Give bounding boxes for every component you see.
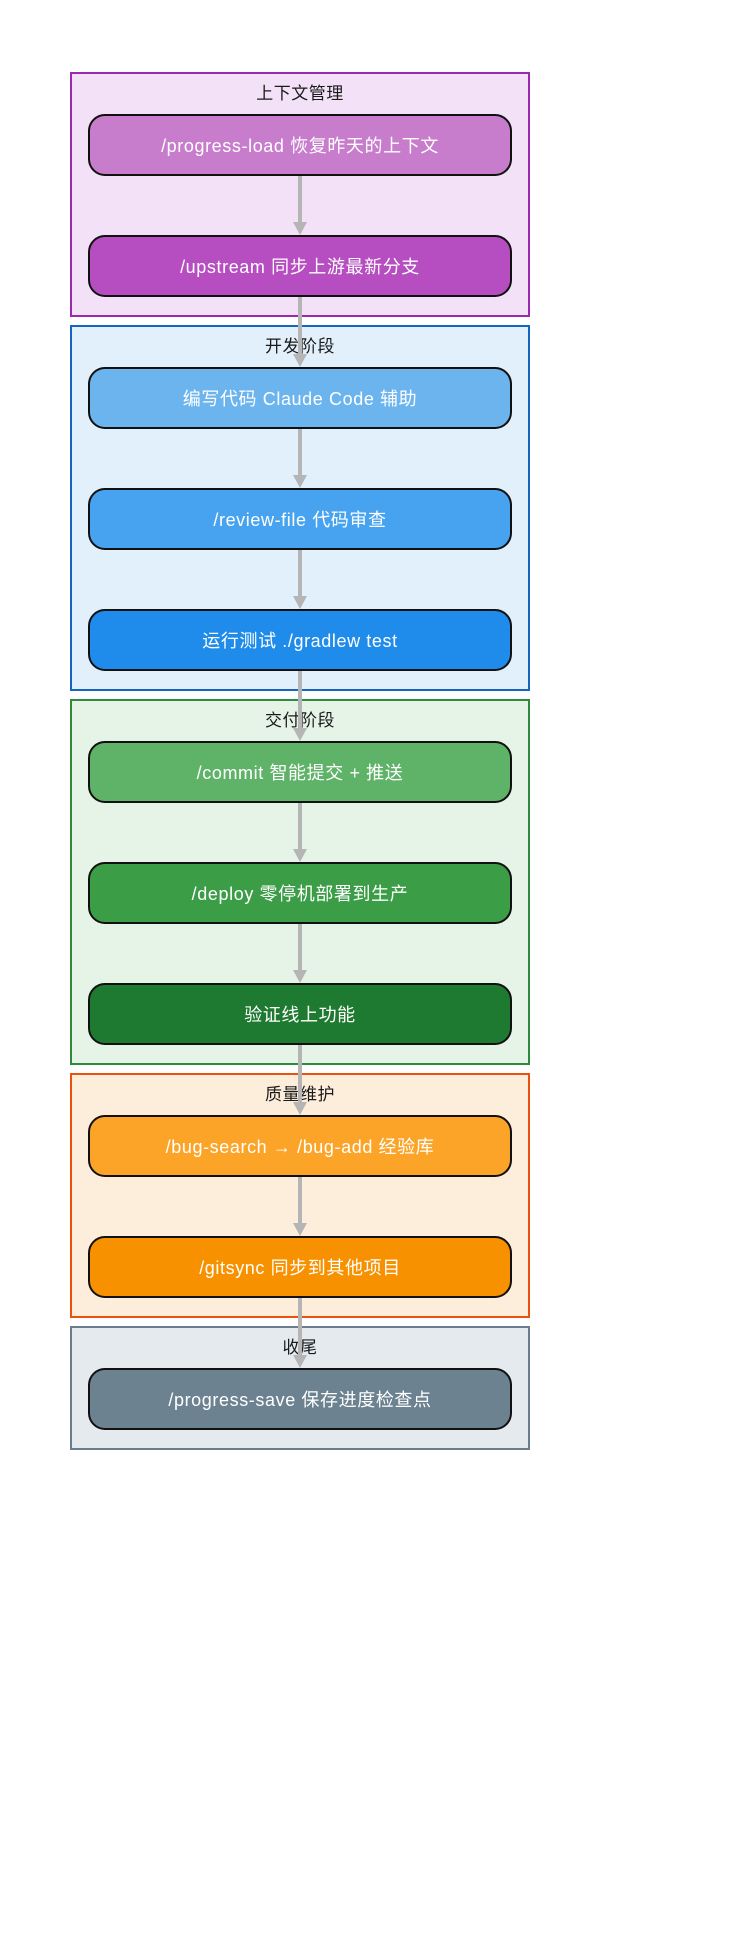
- edge-line: [298, 550, 302, 596]
- node-commit[interactable]: /commit 智能提交 + 推送: [88, 741, 512, 803]
- edge-line: [298, 176, 302, 222]
- arrowhead-icon: [293, 970, 307, 983]
- arrowhead-icon: [293, 475, 307, 488]
- node-bug-search-add[interactable]: /bug-search → /bug-add 经验库: [88, 1115, 512, 1177]
- edge-gitsync-to-progress-save: [293, 1298, 307, 1368]
- node-review-file[interactable]: /review-file 代码审查: [88, 488, 512, 550]
- edge-line: [298, 297, 302, 354]
- edge-bug-search-add-to-gitsync: [293, 1177, 307, 1236]
- node-run-test[interactable]: 运行测试 ./gradlew test: [88, 609, 512, 671]
- node-progress-save[interactable]: /progress-save 保存进度检查点: [88, 1368, 512, 1430]
- edge-commit-to-deploy: [293, 803, 307, 862]
- arrowhead-icon: [293, 222, 307, 235]
- arrowhead-icon: [293, 354, 307, 367]
- edge-line: [298, 429, 302, 475]
- node-deploy[interactable]: /deploy 零停机部署到生产: [88, 862, 512, 924]
- node-upstream[interactable]: /upstream 同步上游最新分支: [88, 235, 512, 297]
- arrowhead-icon: [293, 1102, 307, 1115]
- edge-line: [298, 803, 302, 849]
- edge-line: [298, 1177, 302, 1223]
- edge-review-file-to-run-test: [293, 550, 307, 609]
- edge-progress-load-to-upstream: [293, 176, 307, 235]
- edge-line: [298, 1045, 302, 1102]
- edge-verify-to-bug-search-add: [293, 1045, 307, 1115]
- arrowhead-icon: [293, 1223, 307, 1236]
- edge-line: [298, 924, 302, 970]
- edge-line: [298, 1298, 302, 1355]
- arrowhead-icon: [293, 728, 307, 741]
- node-verify[interactable]: 验证线上功能: [88, 983, 512, 1045]
- edge-line: [298, 671, 302, 728]
- arrowhead-icon: [293, 1355, 307, 1368]
- edge-upstream-to-write-code: [293, 297, 307, 367]
- node-write-code[interactable]: 编写代码 Claude Code 辅助: [88, 367, 512, 429]
- edge-deploy-to-verify: [293, 924, 307, 983]
- cluster-title-context: 上下文管理: [256, 84, 344, 103]
- edge-write-code-to-review-file: [293, 429, 307, 488]
- arrowhead-icon: [293, 596, 307, 609]
- edge-run-test-to-commit: [293, 671, 307, 741]
- node-gitsync[interactable]: /gitsync 同步到其他项目: [88, 1236, 512, 1298]
- node-progress-load[interactable]: /progress-load 恢复昨天的上下文: [88, 114, 512, 176]
- arrowhead-icon: [293, 849, 307, 862]
